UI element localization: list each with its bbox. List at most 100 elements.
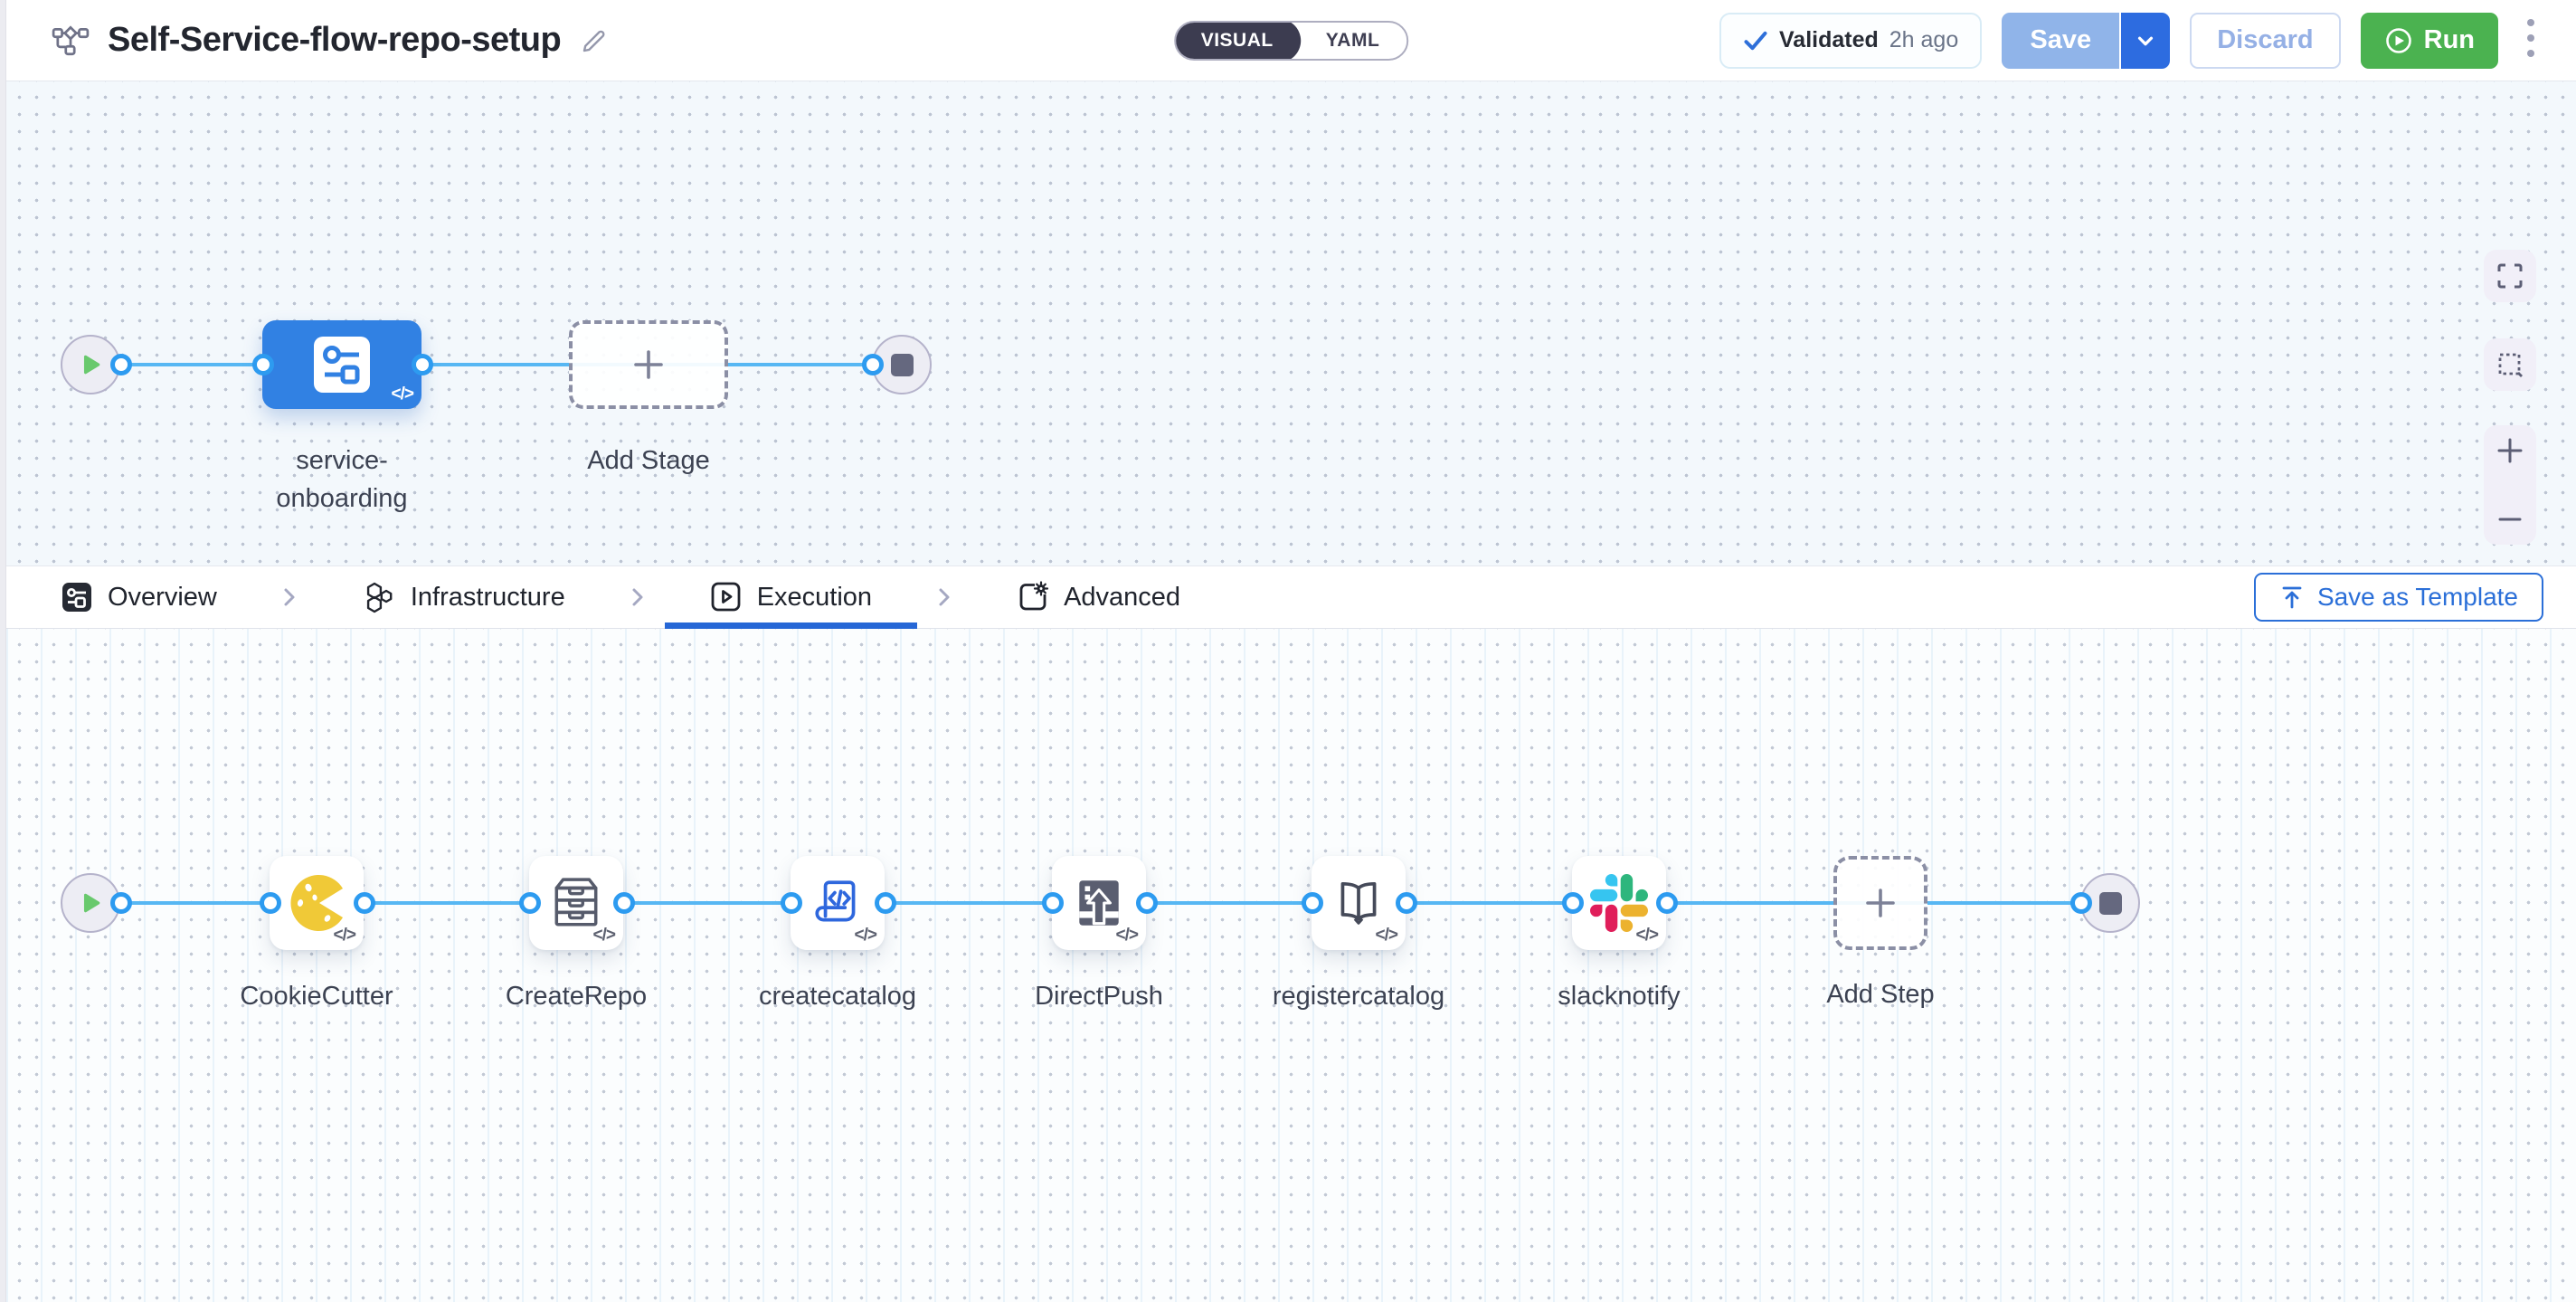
connector-port[interactable] xyxy=(1656,892,1678,914)
connector-port[interactable] xyxy=(781,892,802,914)
stage-node-service-onboarding[interactable]: </> xyxy=(262,320,421,409)
connector-port[interactable] xyxy=(862,354,884,375)
step-label: slacknotify xyxy=(1558,982,1681,1011)
plus-icon xyxy=(634,350,663,379)
stage-label: service-onboarding xyxy=(276,446,408,513)
play-start-icon xyxy=(83,893,100,913)
save-split-button: Save xyxy=(2002,12,2171,69)
plus-icon xyxy=(1866,889,1895,917)
marquee-select-button[interactable] xyxy=(2484,338,2536,391)
stage-glyph-icon xyxy=(314,337,370,393)
play-start-icon xyxy=(83,355,100,375)
check-icon xyxy=(1744,31,1767,50)
discard-button[interactable]: Discard xyxy=(2190,12,2341,69)
connector-port[interactable] xyxy=(613,892,635,914)
step-node-slacknotify[interactable]: </> xyxy=(1572,856,1666,950)
yaml-code-badge: </> xyxy=(1115,926,1140,945)
yaml-code-badge: </> xyxy=(1635,926,1660,945)
validated-time: 2h ago xyxy=(1889,27,1959,52)
step-label: CreateRepo xyxy=(505,982,648,1011)
connector-port[interactable] xyxy=(1562,892,1584,914)
file-gear-icon xyxy=(1019,581,1049,611)
step-node-registercatalog[interactable]: </> xyxy=(1312,856,1406,950)
chevron-right-icon xyxy=(279,566,300,628)
zoom-controls xyxy=(2484,425,2536,545)
connector-port[interactable] xyxy=(1136,892,1158,914)
step-label: DirectPush xyxy=(1035,982,1163,1011)
tab-overview[interactable]: Overview xyxy=(15,566,262,628)
collapsed-nav-strip xyxy=(0,0,6,1302)
yaml-toggle-button[interactable]: YAML xyxy=(1299,23,1407,59)
upload-icon xyxy=(2282,586,2302,609)
connector-port[interactable] xyxy=(412,354,433,375)
execution-end-node[interactable] xyxy=(2080,873,2140,933)
visual-toggle-button[interactable]: VISUAL xyxy=(1175,22,1301,59)
run-button[interactable]: Run xyxy=(2360,12,2498,69)
step-node-directpush[interactable]: </> xyxy=(1052,856,1146,950)
chevron-right-icon xyxy=(627,566,649,628)
yaml-code-badge: </> xyxy=(592,926,617,945)
repo-drawers-icon xyxy=(554,878,598,927)
tab-infrastructure[interactable]: Infrastructure xyxy=(317,566,611,628)
connector-port[interactable] xyxy=(1302,892,1323,914)
add-stage-button[interactable] xyxy=(569,320,728,409)
chevron-down-icon xyxy=(2138,36,2154,45)
tab-label: Execution xyxy=(756,582,873,612)
stage-canvas[interactable]: </> service-onboarding Add Stage xyxy=(6,81,2576,565)
add-step-button[interactable] xyxy=(1833,856,1927,950)
connector-port[interactable] xyxy=(260,892,281,914)
more-options-button[interactable] xyxy=(2518,14,2543,67)
connector-port[interactable] xyxy=(1396,892,1417,914)
pencil-icon[interactable] xyxy=(579,25,610,56)
hexagons-icon xyxy=(366,582,393,613)
kebab-menu-icon xyxy=(2527,19,2534,57)
marquee-select-icon xyxy=(2498,353,2523,377)
cookiecutter-icon xyxy=(290,875,343,931)
yaml-code-badge: </> xyxy=(391,385,415,404)
fit-view-icon xyxy=(2497,263,2523,289)
execution-start-node[interactable] xyxy=(61,873,120,933)
connector-port[interactable] xyxy=(252,354,274,375)
save-button[interactable]: Save xyxy=(2002,12,2122,69)
step-node-cookiecutter[interactable]: </> xyxy=(270,856,364,950)
slack-icon xyxy=(1590,874,1648,932)
execution-canvas[interactable]: </> </> xyxy=(6,629,2576,1302)
save-dropdown-button[interactable] xyxy=(2121,12,2171,69)
connector-port[interactable] xyxy=(519,892,541,914)
step-label: registercatalog xyxy=(1272,982,1445,1011)
catalog-code-icon xyxy=(815,880,856,922)
step-node-createcatalog[interactable]: </> xyxy=(791,856,885,950)
direct-push-icon xyxy=(1079,880,1119,926)
run-label: Run xyxy=(2423,25,2475,54)
stage-overview-icon xyxy=(62,583,91,612)
stop-end-icon xyxy=(2098,891,2122,915)
yaml-code-badge: </> xyxy=(1375,926,1399,945)
step-label: createcatalog xyxy=(758,982,917,1011)
tab-label: Overview xyxy=(108,582,217,612)
zoom-out-button[interactable] xyxy=(2496,505,2524,534)
tab-label: Advanced xyxy=(1064,582,1181,612)
validated-badge: Validated 2h ago xyxy=(1719,12,1983,69)
connector-port[interactable] xyxy=(875,892,896,914)
fit-view-button[interactable] xyxy=(2484,250,2536,302)
step-node-createrepo[interactable]: </> xyxy=(529,856,623,950)
visual-yaml-toggle: VISUAL YAML xyxy=(1173,20,1409,61)
save-as-template-label: Save as Template xyxy=(2316,583,2518,611)
open-book-icon xyxy=(1340,881,1377,925)
stage-connector-line xyxy=(108,363,876,366)
add-step-label: Add Step xyxy=(1826,980,1935,1009)
play-square-icon xyxy=(711,582,741,612)
zoom-in-button[interactable] xyxy=(2496,436,2524,465)
tab-execution[interactable]: Execution xyxy=(664,566,918,629)
connector-port[interactable] xyxy=(1042,892,1064,914)
tab-advanced[interactable]: Advanced xyxy=(971,566,1226,628)
connector-port[interactable] xyxy=(2070,892,2092,914)
flowchart-icon xyxy=(52,24,90,55)
connector-port[interactable] xyxy=(110,892,132,914)
connector-port[interactable] xyxy=(110,354,132,375)
tab-label: Infrastructure xyxy=(410,582,565,612)
step-label: CookieCutter xyxy=(240,982,393,1011)
save-as-template-button[interactable]: Save as Template xyxy=(2253,573,2543,622)
connector-port[interactable] xyxy=(354,892,375,914)
